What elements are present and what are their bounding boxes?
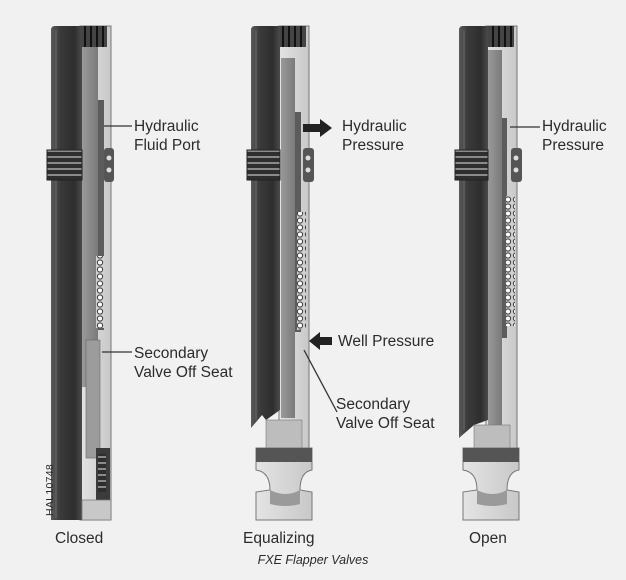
callout-hydraulic-pressure-equalizing: Hydraulic Pressure bbox=[342, 118, 407, 154]
leader-line bbox=[303, 349, 338, 413]
callout-well-pressure: Well Pressure bbox=[338, 333, 435, 350]
drawing-id: HAL10748 bbox=[44, 463, 56, 516]
state-label-closed: Closed bbox=[55, 530, 104, 547]
mandrel bbox=[459, 26, 488, 438]
spring bbox=[297, 212, 306, 330]
top-thread bbox=[280, 26, 306, 47]
well-pressure-arrow bbox=[309, 332, 332, 350]
panel-open bbox=[454, 25, 540, 521]
callout-secondary-valve-off-seat-equalizing: Secondary Valve Off Seat bbox=[336, 396, 435, 432]
state-label-open: Open bbox=[469, 530, 507, 547]
callout-secondary-valve-off-seat-closed: Secondary Valve Off Seat bbox=[134, 345, 233, 381]
mandrel bbox=[251, 26, 280, 428]
top-thread bbox=[82, 26, 107, 47]
callout-hydraulic-pressure-open: Hydraulic Pressure bbox=[542, 118, 607, 154]
seal-ring bbox=[246, 149, 281, 181]
hydraulic-pressure-arrow bbox=[303, 119, 332, 137]
figure-caption: FXE Flapper Valves bbox=[257, 553, 369, 567]
callout-hydraulic-fluid-port: Hydraulic Fluid Port bbox=[134, 118, 201, 154]
panel-closed bbox=[46, 25, 132, 521]
spring bbox=[96, 256, 104, 328]
panel-equalizing bbox=[246, 25, 338, 521]
state-label-equalizing: Equalizing bbox=[243, 530, 315, 547]
seal-ring bbox=[46, 149, 83, 181]
top-thread bbox=[488, 26, 514, 47]
seal-ring bbox=[454, 149, 489, 181]
spring bbox=[506, 196, 515, 326]
